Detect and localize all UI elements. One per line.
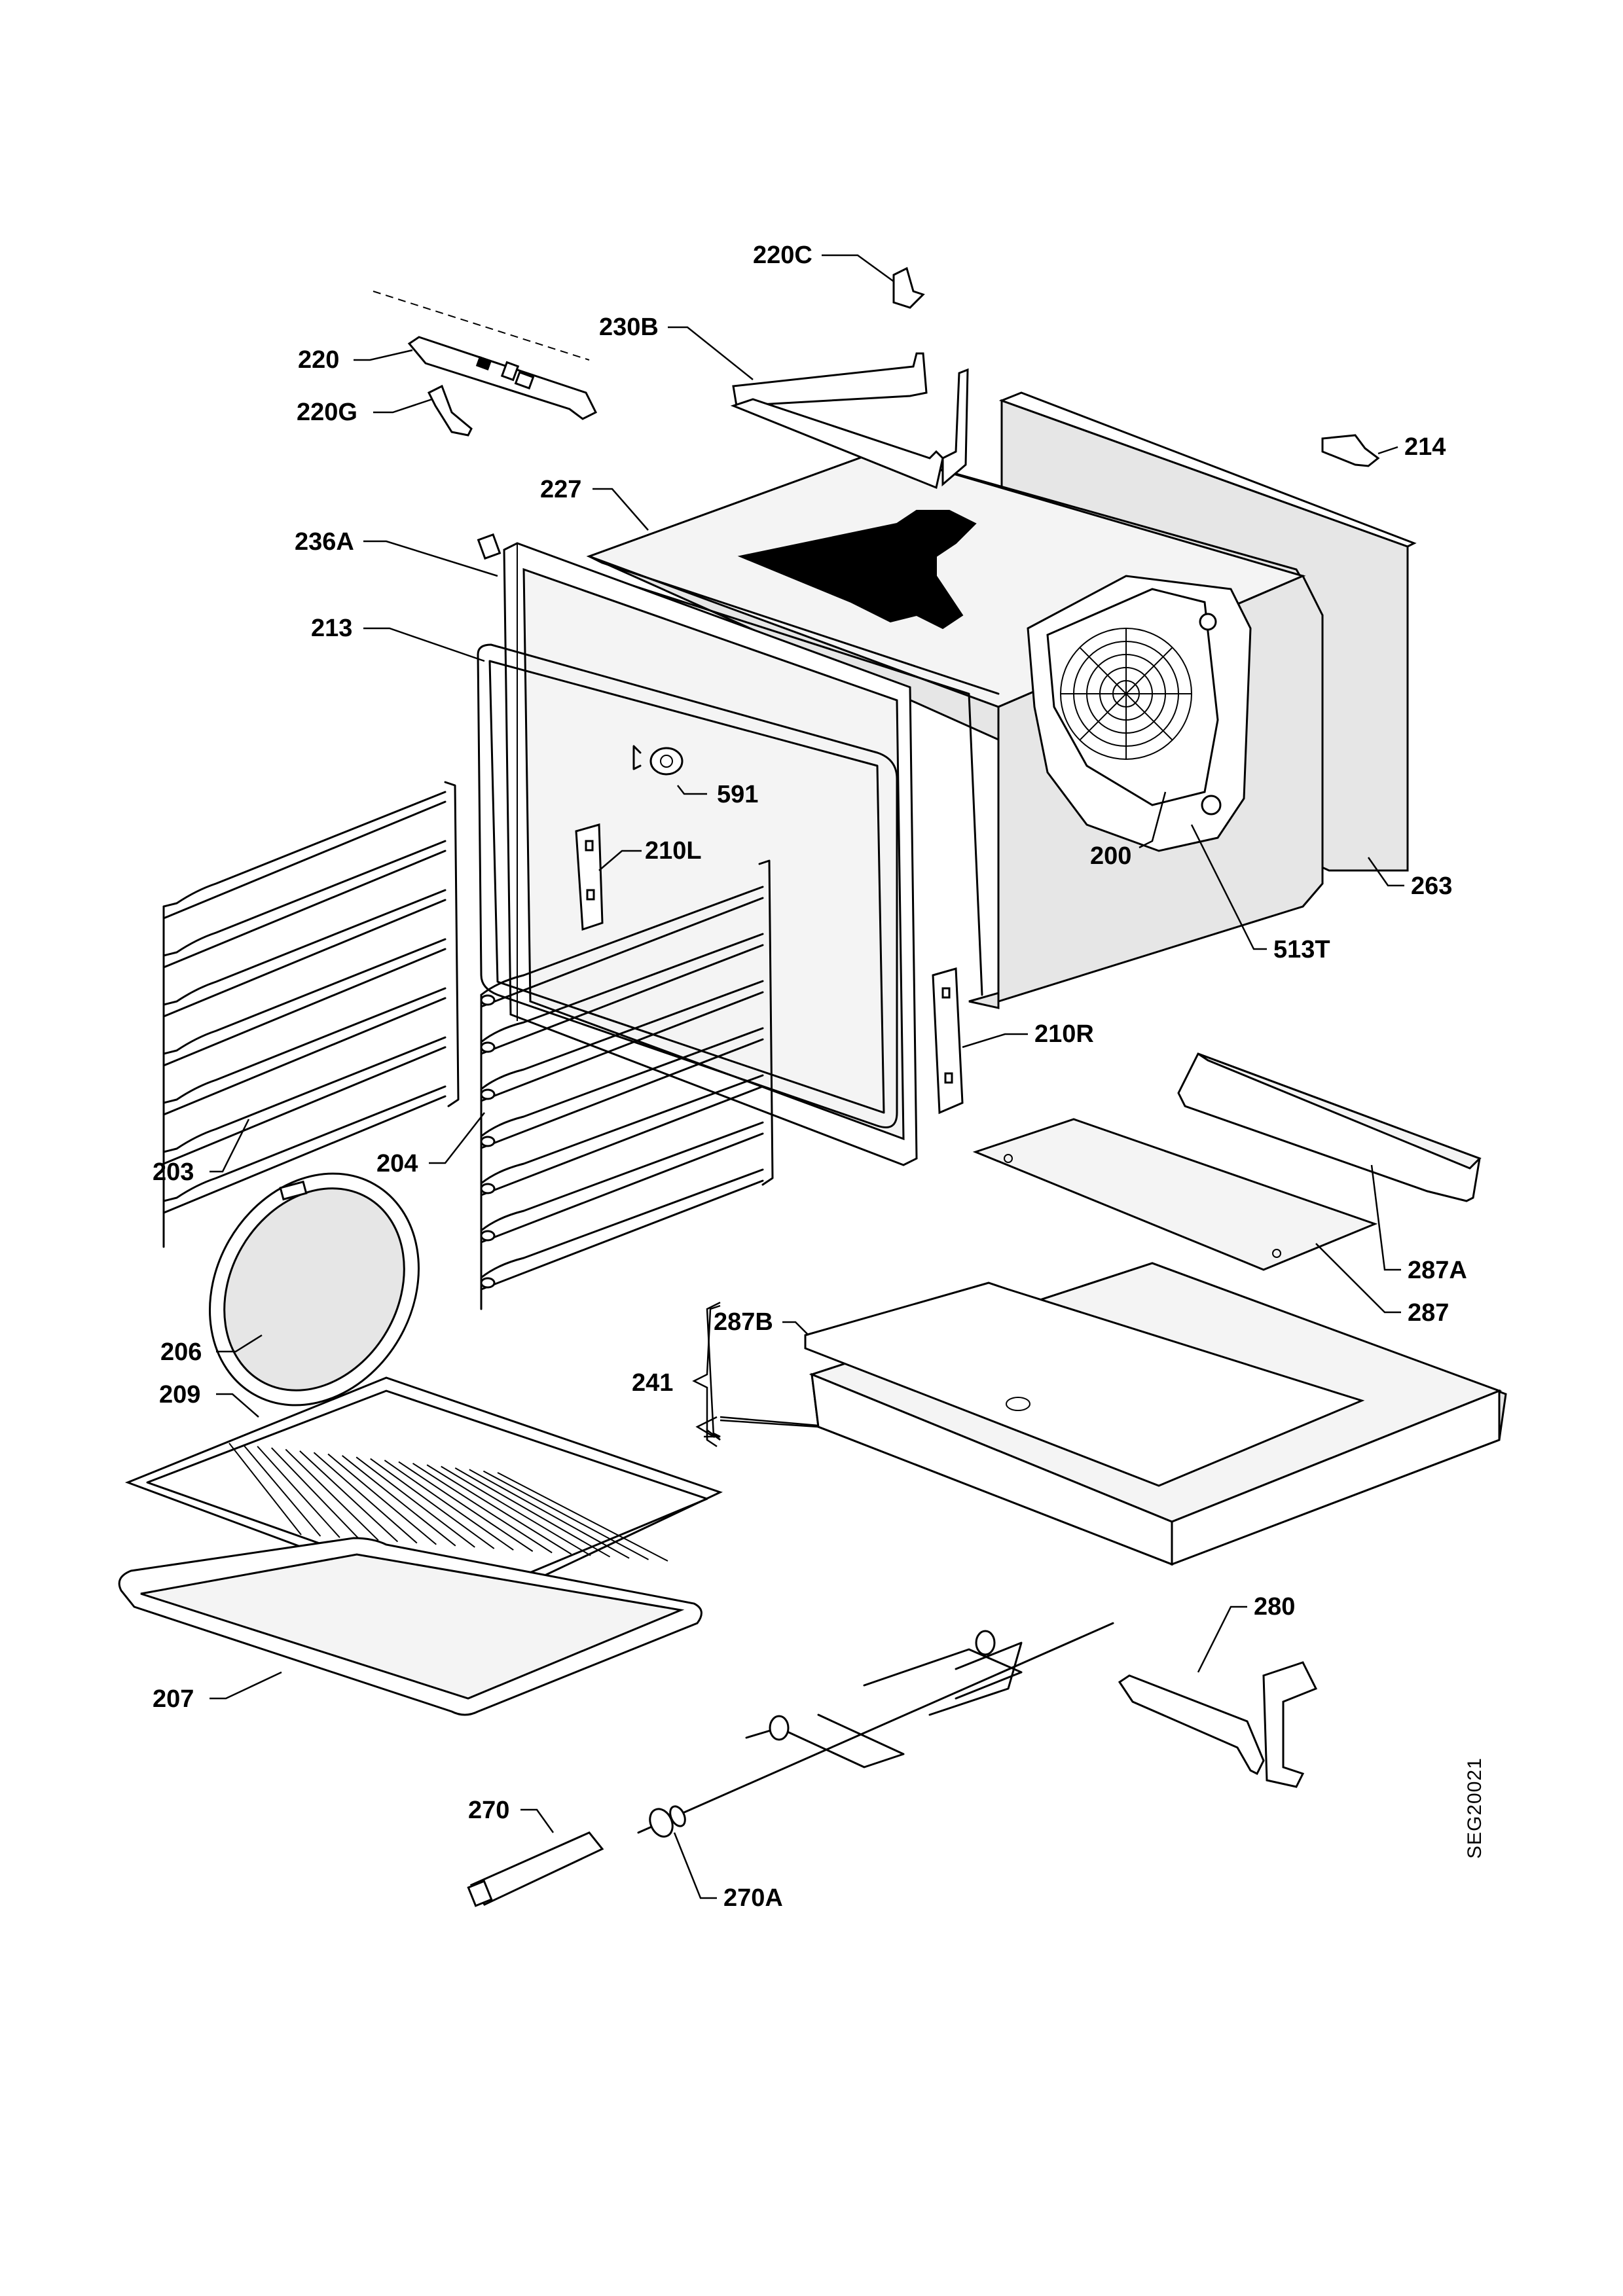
- part-287A-rear-guide: [1177, 1052, 1482, 1202]
- part-270A-rotisserie-spit: [637, 1622, 1114, 1838]
- callout-287: 287: [1408, 1299, 1449, 1327]
- callout-263: 263: [1411, 872, 1452, 900]
- callout-213: 213: [311, 615, 352, 642]
- leader-lines: [210, 254, 1404, 1899]
- callout-204: 204: [376, 1150, 418, 1177]
- callout-210L: 210L: [645, 837, 702, 865]
- callout-209: 209: [159, 1381, 200, 1408]
- part-220-door-hinge-bracket: [373, 291, 598, 420]
- part-270-spit-handle: [467, 1831, 604, 1907]
- callout-513T: 513T: [1273, 936, 1330, 963]
- part-210L-left-runner-support: [575, 823, 604, 931]
- callout-220C: 220C: [753, 242, 812, 269]
- callout-591: 591: [717, 781, 758, 808]
- part-214-connector: [1321, 434, 1380, 467]
- callout-labels: 220C 230B 220 220G 214 227 236A 213 591 …: [153, 242, 1467, 1912]
- callout-203: 203: [153, 1158, 194, 1186]
- callout-200: 200: [1090, 842, 1131, 870]
- callout-280: 280: [1254, 1593, 1295, 1621]
- part-200-fan-guard: [1046, 588, 1222, 816]
- callout-214: 214: [1404, 433, 1446, 461]
- callout-227: 227: [540, 476, 581, 503]
- callout-206: 206: [160, 1338, 202, 1366]
- callout-287A: 287A: [1408, 1257, 1467, 1284]
- part-280-rotisserie-support: [1118, 1661, 1318, 1788]
- part-227-oven-cavity: [586, 450, 1324, 1009]
- callout-220: 220: [298, 346, 339, 374]
- part-220C-clip: [892, 266, 925, 309]
- part-210R-right-runner-support: [932, 967, 964, 1115]
- callout-220G: 220G: [297, 399, 357, 426]
- callout-287B: 287B: [714, 1308, 773, 1336]
- drawing-code: SEG20021: [1464, 1757, 1486, 1859]
- part-236A-front-frame: [477, 533, 918, 1166]
- callout-236A: 236A: [295, 528, 354, 556]
- callout-230B: 230B: [599, 314, 659, 341]
- bracket-241: [692, 1304, 721, 1448]
- callout-270: 270: [468, 1797, 509, 1824]
- part-220G-hinge-pin: [427, 384, 473, 437]
- part-206-grease-filter: [209, 1172, 420, 1407]
- callout-270A: 270A: [723, 1884, 783, 1912]
- part-204-right-shelf-runner: [480, 859, 774, 1310]
- part-287-heat-shield: [972, 1118, 1378, 1271]
- part-591-lamp-holder: [632, 745, 684, 776]
- part-207-drip-tray: [118, 1537, 702, 1716]
- callout-207: 207: [153, 1685, 194, 1713]
- part-230B-top-bracket: [730, 352, 969, 490]
- part-203-left-shelf-runner: [162, 781, 460, 1248]
- callout-210R: 210R: [1034, 1020, 1094, 1048]
- callout-241: 241: [632, 1369, 673, 1397]
- part-287B-bottom-plate: [804, 1282, 1365, 1487]
